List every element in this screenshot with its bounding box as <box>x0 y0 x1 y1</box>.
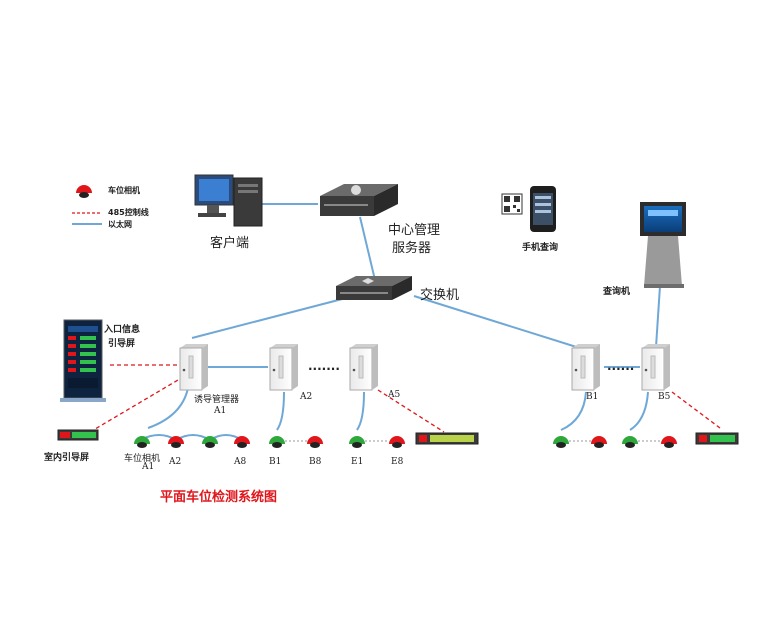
camera-r1-icon <box>553 436 569 448</box>
camera-b8-label: B8 <box>309 457 322 467</box>
ellipsis-b: ······ <box>607 362 635 376</box>
phone-icon <box>530 186 556 232</box>
indoor-guide-screen-icon <box>57 429 99 441</box>
camera-b1-label: B1 <box>269 457 282 467</box>
guide-manager-a2-icon <box>269 344 298 391</box>
guide-manager-b1-icon <box>571 344 600 391</box>
guide-manager-a1-label: A1 <box>214 406 227 416</box>
legend-camera-label: 车位相机 <box>108 186 140 195</box>
guide-manager-b5-icon <box>641 344 670 391</box>
kiosk-icon <box>640 202 686 288</box>
camera-a8-icon <box>234 436 250 448</box>
legend-485-label: 485控制线 <box>108 208 149 217</box>
indoor-screen-label: 室内引导屏 <box>44 453 90 463</box>
camera-b1-icon <box>269 436 285 448</box>
camera-label: 车位相机 <box>124 454 161 464</box>
camera-a2-label: A2 <box>169 457 182 467</box>
entry-screen-label-line2: 引导屏 <box>108 339 136 349</box>
guide-manager-a5-icon <box>349 344 378 391</box>
camera-r2-icon <box>591 436 607 448</box>
guide-manager-a1-icon <box>179 344 208 391</box>
phone-label: 手机查询 <box>522 243 559 253</box>
camera-b8-icon <box>307 436 323 448</box>
legend <box>72 185 102 225</box>
server-label-line2: 服务器 <box>392 241 432 256</box>
server-label-line1: 中心管理 <box>388 223 441 238</box>
switch-label: 交换机 <box>420 288 460 303</box>
camera-r4-icon <box>661 436 677 448</box>
entry-info-screen-icon <box>60 319 106 402</box>
camera-e8-icon <box>389 436 405 448</box>
qr-code-icon <box>501 193 523 215</box>
camera-r3-icon <box>622 436 638 448</box>
switch-icon <box>336 276 412 300</box>
guide-manager-label: 诱导管理器 <box>194 395 240 405</box>
guide-manager-b5-label: B5 <box>658 392 671 402</box>
camera-a1-label: A1 <box>142 462 155 472</box>
camera-e8-label: E8 <box>391 457 404 467</box>
client-pc-icon <box>194 174 263 227</box>
server-icon <box>320 184 398 216</box>
camera-a3-icon <box>202 436 218 448</box>
client-label: 客户端 <box>210 236 250 251</box>
ellipsis-a: ······· <box>308 362 340 376</box>
camera-e1-label: E1 <box>351 457 364 467</box>
camera-a8-label: A8 <box>234 457 247 467</box>
legend-ethernet-label: 以太网 <box>108 220 132 229</box>
kiosk-label: 查询机 <box>603 287 631 297</box>
guide-manager-b1-label: B1 <box>586 392 599 402</box>
camera-legend-icon <box>76 185 92 198</box>
control-links <box>89 364 721 433</box>
guide-manager-a2-label: A2 <box>300 392 313 402</box>
led-strip-b-icon <box>695 432 739 445</box>
diagram-title: 平面车位检测系统图 <box>160 490 278 505</box>
camera-a2-icon <box>168 436 184 448</box>
guide-manager-a5-label: A5 <box>388 390 401 400</box>
camera-a1-icon <box>134 436 150 448</box>
entry-screen-label-line1: 入口信息 <box>104 325 141 335</box>
camera-e1-icon <box>349 436 365 448</box>
led-strip-a-icon <box>415 432 479 445</box>
